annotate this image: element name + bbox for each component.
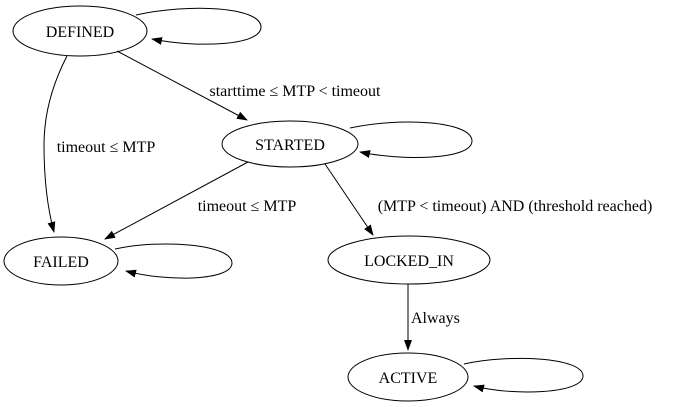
edge-active-self-loop [463,357,584,393]
node-failed-ellipse [3,236,119,286]
node-started-label: STARTED [255,137,325,154]
edge-started-to-locked-in [324,163,374,236]
edge-defined-to-started [116,50,248,121]
edge-started-self-loop [349,121,473,159]
edge-label-defined-to-started: starttime ≤ MTP < timeout [210,83,382,100]
node-started: STARTED [221,120,359,168]
node-active-label: ACTIVE [379,370,438,387]
edge-failed-self-loop [114,243,233,279]
node-started-ellipse [221,120,359,168]
node-failed-label: FAILED [33,254,89,271]
edge-label-started-to-locked-in: (MTP < timeout) AND (threshold reached) [378,198,653,215]
edge-defined-to-failed [43,55,68,233]
node-active: ACTIVE [347,352,469,402]
node-locked-in: LOCKED_IN [327,235,491,285]
node-locked-in-label: LOCKED_IN [364,253,454,270]
edge-started-to-failed [104,161,249,240]
node-defined-ellipse [12,5,148,57]
edge-label-locked-in-to-active: Always [411,310,460,327]
edge-label-started-to-failed: timeout ≤ MTP [198,198,297,215]
edge-defined-self-loop [135,7,262,45]
node-failed: FAILED [3,236,119,286]
edge-label-defined-to-failed: timeout ≤ MTP [57,139,156,156]
node-active-ellipse [347,352,469,402]
node-defined-label: DEFINED [46,24,114,41]
node-defined: DEFINED [12,5,148,57]
node-locked-in-ellipse [327,235,491,285]
